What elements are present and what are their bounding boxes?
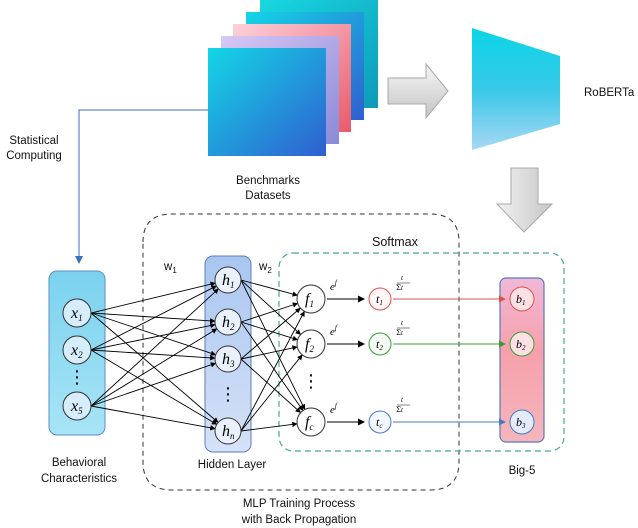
edge-h0-f0 — [240, 279, 298, 297]
svg-text:b1: b1 — [516, 292, 526, 307]
softmax-region — [278, 252, 565, 452]
svg-text:t: t — [401, 319, 404, 327]
softmax-label: Softmax — [372, 235, 419, 249]
statistical-computing-connector — [75, 109, 208, 264]
edge-x2-h1 — [90, 328, 218, 407]
edge-h1-f0 — [240, 302, 299, 323]
big5-label: Big-5 — [509, 465, 536, 477]
svg-text:h2: h2 — [222, 314, 235, 332]
svg-text:b3: b3 — [516, 415, 526, 430]
svg-text:x1: x1 — [70, 305, 83, 323]
f-ellipsis: ⋮ — [302, 371, 320, 392]
hidden-ellipsis: ⋮ — [219, 384, 237, 405]
svg-text:f1: f1 — [305, 291, 314, 309]
f-node-2: f2 ef — [296, 324, 338, 359]
arrow-down-icon — [495, 167, 554, 233]
behavioral-label-line2: Characteristics — [41, 473, 117, 485]
edge-h2-f1 — [240, 345, 298, 360]
edge-x0-h1 — [90, 312, 216, 324]
roberta-model-shape — [472, 28, 560, 150]
edge-h2-f2 — [240, 358, 301, 413]
input-node-1: x1 — [62, 298, 92, 328]
hidden-node-3: h3 — [214, 345, 242, 373]
svg-text:t: t — [401, 396, 404, 404]
edge-x1-h2 — [90, 349, 216, 361]
svg-text:ef: ef — [330, 279, 338, 293]
t-node-c: tc — [368, 410, 392, 434]
edge-x0-h2 — [90, 312, 217, 356]
svg-text:ef: ef — [330, 402, 338, 416]
hidden-layer-label: Hidden Layer — [198, 459, 267, 471]
edge-x2-h3 — [90, 405, 216, 431]
input-hidden-connections — [90, 281, 219, 431]
input-node-2: x2 — [62, 335, 92, 365]
edge-h3-f0 — [240, 310, 305, 432]
edge-h2-f0 — [240, 307, 301, 360]
big5-node-2: b2 — [509, 331, 535, 357]
svg-text:x5: x5 — [70, 398, 83, 416]
svg-text:h1: h1 — [222, 272, 235, 290]
svg-text:hn: hn — [222, 423, 235, 441]
hidden-node-2: h2 — [214, 308, 242, 336]
edge-h3-f1 — [240, 354, 303, 432]
big5-node-3: b3 — [509, 409, 535, 435]
fraction-label-2: t Σt — [396, 319, 410, 337]
edge-x1-h3 — [90, 349, 218, 425]
edge-x0-h3 — [90, 312, 219, 423]
svg-text:f2: f2 — [305, 336, 314, 354]
t-node-2: t2 — [368, 332, 392, 356]
statistical-label-line1: Statistical — [9, 135, 58, 147]
mlp-label-line1: MLP Training Process — [243, 498, 356, 510]
edge-x2-h2 — [90, 362, 217, 407]
big5-layer-box — [499, 277, 545, 443]
svg-text:fc: fc — [305, 414, 313, 432]
t-node-1: t1 — [368, 287, 392, 311]
fraction-label-c: t Σt — [396, 396, 410, 414]
edge-h1-f1 — [240, 321, 299, 341]
f-node-c: fc ef — [296, 402, 338, 437]
svg-text:h3: h3 — [222, 351, 235, 369]
svg-text:ef: ef — [330, 324, 338, 338]
behavioral-label-line1: Behavioral — [52, 457, 106, 469]
fraction-label-1: t Σt — [396, 274, 410, 292]
roberta-label: RoBERTa — [584, 87, 635, 99]
weight-w1-label: w1 — [163, 261, 177, 275]
edge-h0-f1 — [240, 279, 301, 335]
edge-h0-f2 — [240, 279, 306, 410]
edge-h1-f2 — [240, 321, 304, 411]
svg-text:Σt: Σt — [396, 406, 404, 414]
svg-text:b2: b2 — [516, 337, 526, 352]
mlp-training-region — [142, 213, 460, 491]
weight-w2-label: w2 — [258, 261, 272, 275]
hidden-node-1: h1 — [214, 266, 242, 294]
svg-text:tc: tc — [376, 415, 383, 430]
input-node-5: x5 — [62, 391, 92, 421]
statistical-label-line2: Computing — [6, 150, 62, 162]
svg-text:x2: x2 — [70, 342, 83, 360]
hidden-node-n: hn — [214, 417, 242, 445]
benchmarks-label-line2: Datasets — [245, 190, 291, 202]
benchmarks-label-line1: Benchmarks — [236, 175, 300, 187]
hidden-f-connections — [240, 279, 306, 432]
svg-text:t2: t2 — [376, 337, 383, 352]
dataset-sheet-front — [208, 48, 326, 156]
svg-text:Σt: Σt — [396, 329, 404, 337]
mlp-label-line2: with Back Propagation — [241, 514, 356, 526]
svg-text:Σt: Σt — [396, 284, 404, 292]
input-ellipsis: ⋮ — [68, 367, 86, 388]
edge-x0-h0 — [90, 281, 216, 314]
edge-x1-h0 — [90, 285, 217, 351]
benchmarks-dataset-stack — [208, 0, 378, 156]
edge-h3-f2 — [240, 421, 298, 432]
arrow-right-icon — [387, 62, 449, 120]
svg-text:t: t — [401, 274, 404, 282]
f-node-1: f1 ef — [296, 279, 338, 314]
svg-text:t1: t1 — [376, 292, 383, 307]
edge-x2-h0 — [90, 288, 219, 407]
big5-node-1: b1 — [509, 286, 535, 312]
edge-x1-h1 — [90, 322, 216, 351]
